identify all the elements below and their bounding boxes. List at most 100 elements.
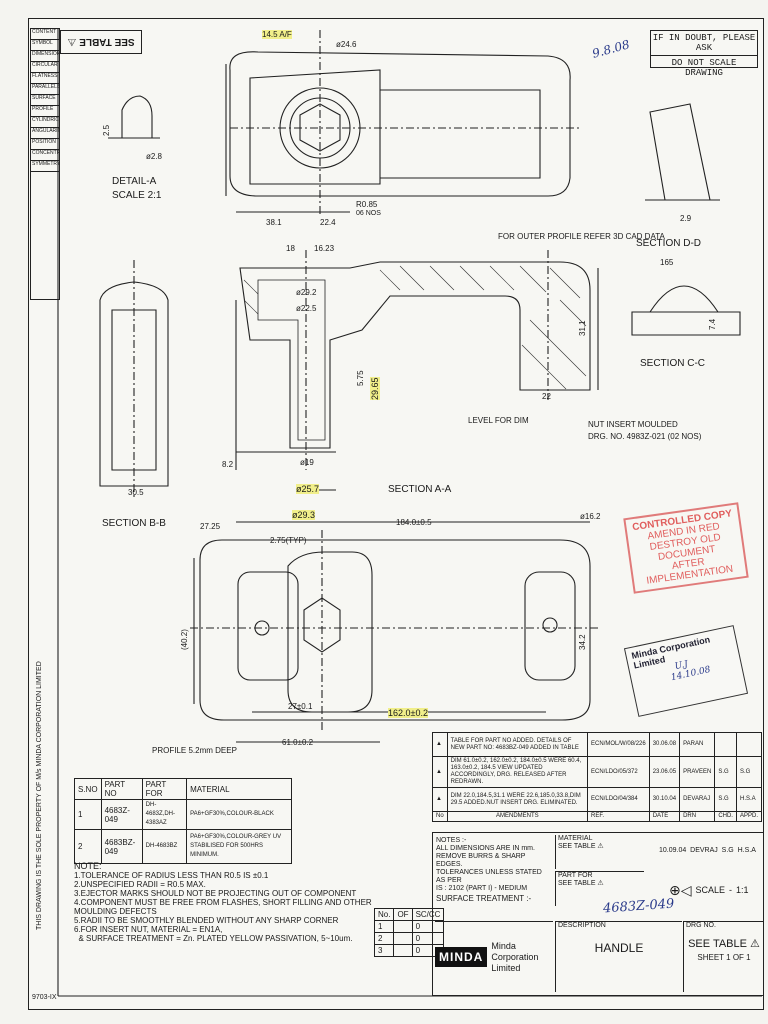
dim-16-2: ø16.2 <box>580 512 601 521</box>
tb-note: IS : 2102 (PART I) - MEDIUM <box>436 885 528 892</box>
parts-table: S.NO PART NO PART FOR MATERIAL 1 4683Z-0… <box>74 778 292 864</box>
tb-drg-no-text: SEE TABLE <box>688 938 747 950</box>
note-line: 5.RADII TO BE SMOOTHLY BLENDED WITHOUT A… <box>74 916 339 925</box>
dim-31-1: 31.1 <box>578 320 587 336</box>
dim-27-25: 27.25 <box>200 522 221 531</box>
dim-18: 18 <box>286 244 295 253</box>
dim-30-5: 30.5 <box>128 488 144 497</box>
dim-7-4: 7.4 <box>708 318 717 330</box>
title-block: NOTES :- ALL DIMENSIONS ARE IN mm. REMOV… <box>432 832 764 996</box>
legend-item: DIMENSION <box>31 51 59 62</box>
tb-description-label: DESCRIPTION <box>558 922 606 929</box>
tb-part-for-label: PART FOR <box>558 872 593 879</box>
tb-notes-title: NOTES :- <box>436 837 467 844</box>
rev-h-appd: APPD. <box>735 811 763 822</box>
dim-61: 61.0±0.2 <box>282 738 314 747</box>
legend-item: ANGULARITY <box>31 128 59 139</box>
section-dd-label: SECTION D-D <box>636 238 701 249</box>
rev-appd: H.S.A <box>735 787 763 812</box>
notes-block: NOTE: 1.TOLERANCE OF RADIUS LESS THAN R0… <box>74 861 374 944</box>
rev-drn: DEVARAJ <box>679 787 716 812</box>
tb-description: DESCRIPTION HANDLE <box>555 921 682 992</box>
rev-chd <box>714 732 737 757</box>
profile-deep-note: PROFILE 5.2mm DEEP <box>152 746 237 755</box>
legend-item: PROFILE <box>31 106 59 117</box>
dim-29-65: 29.65 <box>370 377 380 400</box>
qty-table: No. OF SC/CC 1 0 2 0 3 0 <box>373 908 445 957</box>
dim-19: ø19 <box>300 458 314 467</box>
tb-scale-label: SCALE <box>695 885 726 895</box>
dim-2-5: 2.5 <box>102 124 111 136</box>
legend-list: CONTENTSYMBOLDIMENSIONCIRCULARITYFLATNES… <box>31 29 59 172</box>
tb-date: 10.09.04 <box>659 847 687 854</box>
tb-scale: ⊕◁ SCALE- 1:1 <box>669 882 749 898</box>
tb-part-for: PART FOR SEE TABLE ⚠ <box>555 871 644 906</box>
rev-ref: ECN/MOL/W/08/226 <box>587 732 650 757</box>
note-line: 3.EJECTOR MARKS SHOULD NOT BE PROJECTING… <box>74 889 357 898</box>
controlled-copy-stamp: CONTROLLED COPY AMEND IN RED DESTROY OLD… <box>623 502 749 594</box>
cell: 4683BZ-049 <box>100 829 143 864</box>
section-aa-label: SECTION A-A <box>388 484 452 495</box>
tb-part-for-value: SEE TABLE ⚠ <box>558 880 604 887</box>
table-row: ▲ DIM 22.0,184.5,31.1 WERE 22.6,185.0,33… <box>432 787 763 812</box>
tb-chd: S.G <box>721 847 734 854</box>
cell: DH-4683BZ <box>141 829 188 864</box>
col-material: MATERIAL <box>186 778 292 800</box>
detail-a-title: DETAIL-A <box>112 176 157 187</box>
rev-chd: S.G <box>714 787 737 812</box>
note-line: & SURFACE TREATMENT = Zn. PLATED YELLOW … <box>74 934 353 943</box>
level-for-dim: LEVEL FOR DIM <box>468 416 529 425</box>
detail-a-scale: SCALE 2:1 <box>112 190 162 201</box>
dim-184: 184.0±0.5 <box>396 518 432 527</box>
dim-165: 165 <box>660 258 674 267</box>
rev-h-ref: REF. <box>587 811 650 822</box>
dim-25-7: ø25.7 <box>296 484 320 494</box>
rev-sym: ▲ <box>432 787 448 812</box>
rev-text: DIM 61.0±0.2, 162.0±0.2, 184.0±0.5 WERE … <box>446 756 589 788</box>
section-bb-label: SECTION B-B <box>102 518 166 529</box>
cell: PA6+GF30%,COLOUR-GREY UV STABILISED FOR … <box>186 829 292 864</box>
cell: PA6+GF30%,COLOUR-BLACK <box>186 799 292 830</box>
rev-date: 30.06.08 <box>648 732 681 757</box>
dim-r0-85-nos: 06 NOS <box>356 210 381 217</box>
rev-h-no: No <box>432 811 448 822</box>
legend-item: SYMMETRY <box>31 161 59 172</box>
table-row: 1 4683Z-049 DH-4683Z,DH-4383AZ PA6+GF30%… <box>74 799 292 830</box>
rev-ref: ECN/LDO/04/384 <box>587 787 650 812</box>
rev-drn: PRAVEEN <box>679 756 716 788</box>
dim-22-4: 22.4 <box>320 218 336 227</box>
notes-title: NOTE: <box>74 861 102 871</box>
dim-29-3: ø29.3 <box>292 510 316 520</box>
legend-item: PARALLELISM <box>31 84 59 95</box>
dim-r0-85: R0.85 <box>356 200 378 209</box>
col-sno: S.NO <box>74 778 102 800</box>
doubt-line1: IF IN DOUBT, PLEASE ASK <box>651 31 757 56</box>
revision-header: No AMENDMENTS REF. DATE DRN CHD. APPD. <box>432 811 763 822</box>
dim-22-5: ø22.5 <box>296 304 317 313</box>
qty-col-of: OF <box>393 908 413 921</box>
tb-notes: NOTES :- ALL DIMENSIONS ARE IN mm. REMOV… <box>436 837 550 903</box>
note-line: 2.UNSPECIFIED RADII = R0.5 MAX. <box>74 880 206 889</box>
dim-34-2: 34.2 <box>578 634 587 650</box>
tb-note: TOLERANCES UNLESS STATED AS PER <box>436 869 542 884</box>
dim-38-1: 38.1 <box>266 218 282 227</box>
table-row: 2 0 <box>373 932 445 945</box>
cell <box>393 920 413 933</box>
note-line: 6.FOR INSERT NUT, MATERIAL = EN1A, <box>74 925 223 934</box>
tb-material-label: MATERIAL <box>558 835 593 842</box>
dim-16-23: 16.23 <box>314 244 335 253</box>
rev-date: 30.10.04 <box>648 787 681 812</box>
tb-drg-no-label: DRG NO. <box>686 922 716 929</box>
legend-item: FLATNESS <box>31 73 59 84</box>
qty-header: No. OF SC/CC <box>373 908 445 921</box>
cell: 1 <box>373 920 395 933</box>
rev-date: 23.06.05 <box>648 756 681 788</box>
dim-2-8: ø2.8 <box>146 152 163 161</box>
cell: 4683Z-049 <box>100 799 143 830</box>
rev-h-amend: AMENDMENTS <box>446 811 589 822</box>
rev-sym: ▲ <box>432 732 448 757</box>
legend-item: SURFACE <box>31 95 59 106</box>
qty-col-no: No. <box>373 908 395 921</box>
note-line: 4.COMPONENT MUST BE FREE FROM FLASHES, S… <box>74 898 372 916</box>
table-row: ▲ DIM 61.0±0.2, 162.0±0.2, 184.0±0.5 WER… <box>432 756 763 788</box>
